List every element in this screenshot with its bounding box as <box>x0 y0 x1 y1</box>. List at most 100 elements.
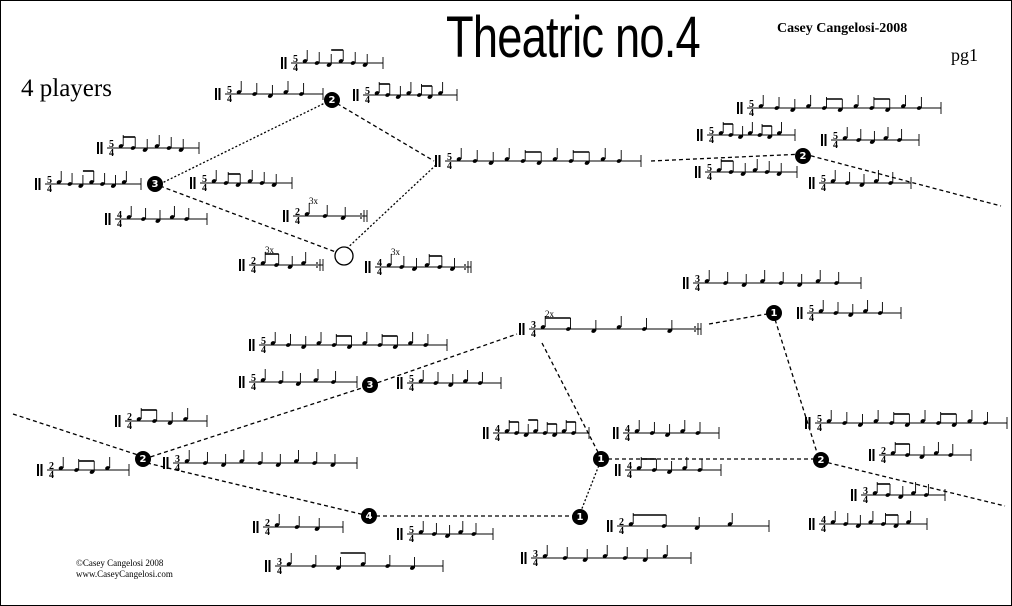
note-head <box>923 493 929 497</box>
time-signature-top: 2 <box>49 461 54 472</box>
path-connector <box>146 462 370 517</box>
time-signature-bottom: 4 <box>293 63 298 74</box>
note-head <box>418 530 424 534</box>
percussion-clef <box>698 166 701 178</box>
note-head <box>649 431 655 435</box>
note-head <box>919 455 925 459</box>
note-head <box>360 562 366 566</box>
note-head <box>880 522 886 526</box>
percussion-clef <box>613 427 615 439</box>
time-signature-bottom: 4 <box>175 463 180 474</box>
note-head <box>694 526 700 530</box>
note-head <box>830 520 836 524</box>
note-head <box>362 63 368 67</box>
time-signature-bottom: 4 <box>833 140 838 151</box>
percussion-clef <box>607 520 609 532</box>
note-head <box>141 217 146 221</box>
note-head <box>433 381 439 385</box>
note-head <box>278 380 283 384</box>
note-head <box>293 459 299 463</box>
time-signature-bottom: 4 <box>49 470 54 481</box>
time-signature-top: 5 <box>447 152 452 163</box>
time-signature-top: 5 <box>409 374 414 385</box>
note-head <box>283 90 289 94</box>
note-head <box>520 159 526 163</box>
time-signature-bottom: 4 <box>109 148 114 159</box>
time-signature-bottom: 4 <box>817 423 822 434</box>
note-head <box>239 459 245 463</box>
time-signature-bottom: 4 <box>707 172 712 183</box>
note-head <box>883 136 889 140</box>
note-head <box>540 325 546 329</box>
note-head <box>853 104 859 108</box>
note-head <box>456 157 462 161</box>
note-head <box>314 527 320 531</box>
percussion-clef <box>253 521 255 533</box>
percussion-clef <box>35 178 37 190</box>
percussion-clef <box>256 521 259 533</box>
note-head <box>616 325 622 329</box>
percussion-clef <box>821 134 823 146</box>
path-connector <box>541 342 602 459</box>
note-head <box>642 558 648 562</box>
percussion-clef <box>486 427 489 439</box>
note-head <box>834 281 839 285</box>
percussion-clef <box>812 177 815 189</box>
repeat-count: 3x <box>309 196 319 206</box>
music-fragment: 54 <box>353 82 458 106</box>
time-signature-top: 5 <box>817 414 822 425</box>
note-head <box>302 59 308 63</box>
note-head <box>260 378 266 382</box>
note-head <box>377 343 383 347</box>
page-number: pg1 <box>951 45 978 65</box>
path-connector <box>143 384 372 460</box>
node-circle <box>361 508 377 524</box>
note-head <box>634 429 640 433</box>
note-head <box>695 431 701 435</box>
players-label: 4 players <box>21 75 112 102</box>
note-head <box>514 431 519 435</box>
note-head <box>399 265 405 269</box>
time-signature-top: 2 <box>265 518 270 529</box>
note-head <box>155 219 161 223</box>
percussion-clef <box>683 277 685 289</box>
percussion-clef <box>740 102 743 114</box>
music-fragment: 54 <box>737 95 942 119</box>
time-signature-top: 5 <box>709 126 714 137</box>
note-head <box>818 309 824 313</box>
note-head <box>338 59 344 63</box>
percussion-clef <box>809 518 811 530</box>
composer-credit: Casey Cangelosi-2008 <box>777 21 908 36</box>
note-head <box>741 283 747 287</box>
note-head <box>869 106 875 110</box>
note-head <box>67 182 73 186</box>
note-head <box>260 261 266 265</box>
note-head <box>56 180 62 184</box>
note-head <box>431 532 437 536</box>
time-signature-top: 4 <box>495 424 500 435</box>
note-head <box>166 146 172 150</box>
time-signature-bottom: 4 <box>531 329 536 340</box>
note-head <box>747 131 753 135</box>
music-fragment: 34 <box>683 270 862 294</box>
note-head <box>905 453 910 457</box>
note-head <box>335 566 341 570</box>
note-head <box>716 168 722 172</box>
note-head <box>856 138 861 142</box>
time-signature-top: 4 <box>821 515 826 526</box>
percussion-clef <box>797 307 799 319</box>
note-head <box>448 383 453 387</box>
percussion-clef <box>37 464 39 476</box>
note-head <box>449 267 455 271</box>
time-signature-top: 5 <box>109 139 114 150</box>
node-number: 2 <box>818 455 825 466</box>
time-signature-bottom: 4 <box>261 345 266 356</box>
website-line: www.CaseyCangelosi.com <box>76 569 173 579</box>
percussion-clef <box>695 166 697 178</box>
note-head <box>757 133 763 137</box>
time-signature-top: 3 <box>531 320 536 331</box>
node-number: 2 <box>800 151 807 162</box>
note-head <box>406 91 412 95</box>
